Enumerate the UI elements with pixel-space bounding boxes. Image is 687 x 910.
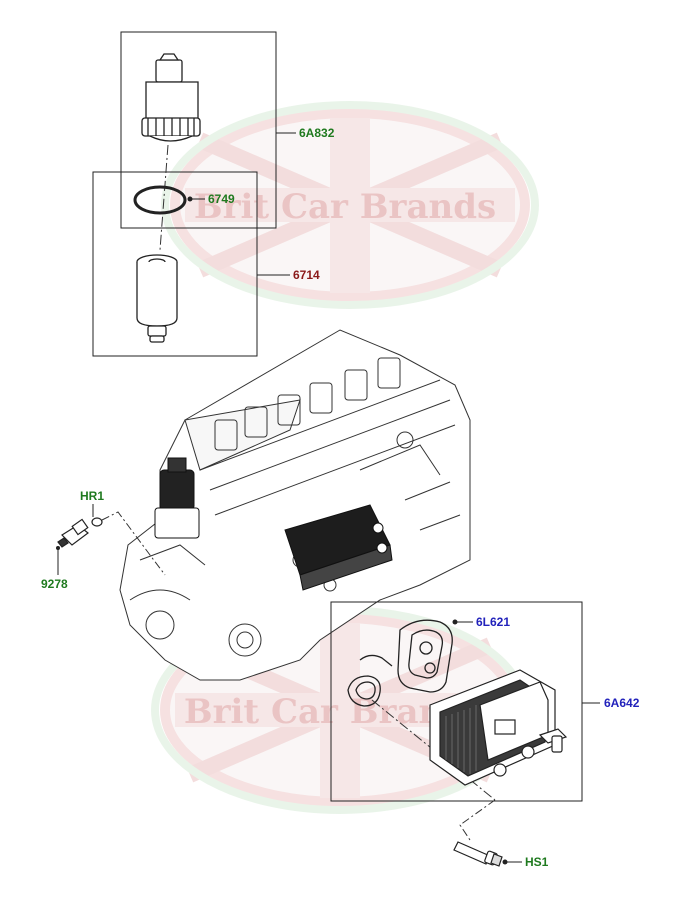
callout-6A832[interactable]: 6A832	[299, 126, 335, 140]
oil-cooler-gasket-part	[347, 619, 453, 707]
callout-9278[interactable]: 9278	[41, 577, 68, 591]
leader-dot-6749	[187, 196, 193, 202]
oil-filter-element-box	[92, 171, 258, 357]
oil-filter-housing-part	[141, 53, 201, 142]
watermark-top	[161, 101, 539, 309]
oil-cooler-part	[429, 669, 568, 786]
callout-6A642[interactable]: 6A642	[604, 696, 640, 710]
leader-dot-9278	[56, 546, 60, 550]
centerline-bolt	[459, 799, 496, 841]
watermark-text-top: Brit Car Brands	[194, 187, 496, 227]
oil-cooler-box	[330, 601, 583, 802]
oil-filter-housing-box	[120, 31, 277, 229]
callout-HS1[interactable]: HS1	[525, 855, 549, 869]
oil-filter-element-part	[136, 254, 178, 343]
o-ring-part	[133, 185, 187, 215]
centerline-sensor	[101, 511, 166, 576]
callout-HR1[interactable]: HR1	[80, 489, 104, 503]
engine-filter-housing	[154, 457, 200, 539]
callout-6L621[interactable]: 6L621	[476, 615, 510, 629]
sensor-9278-part	[57, 518, 89, 548]
clip-hr1-part	[91, 517, 103, 527]
engine-block-part	[119, 329, 471, 681]
engine-oil-cooler	[284, 504, 393, 591]
bolt-hs1-part	[453, 841, 503, 867]
callout-6749[interactable]: 6749	[208, 192, 235, 206]
callout-6714[interactable]: 6714	[293, 268, 320, 282]
